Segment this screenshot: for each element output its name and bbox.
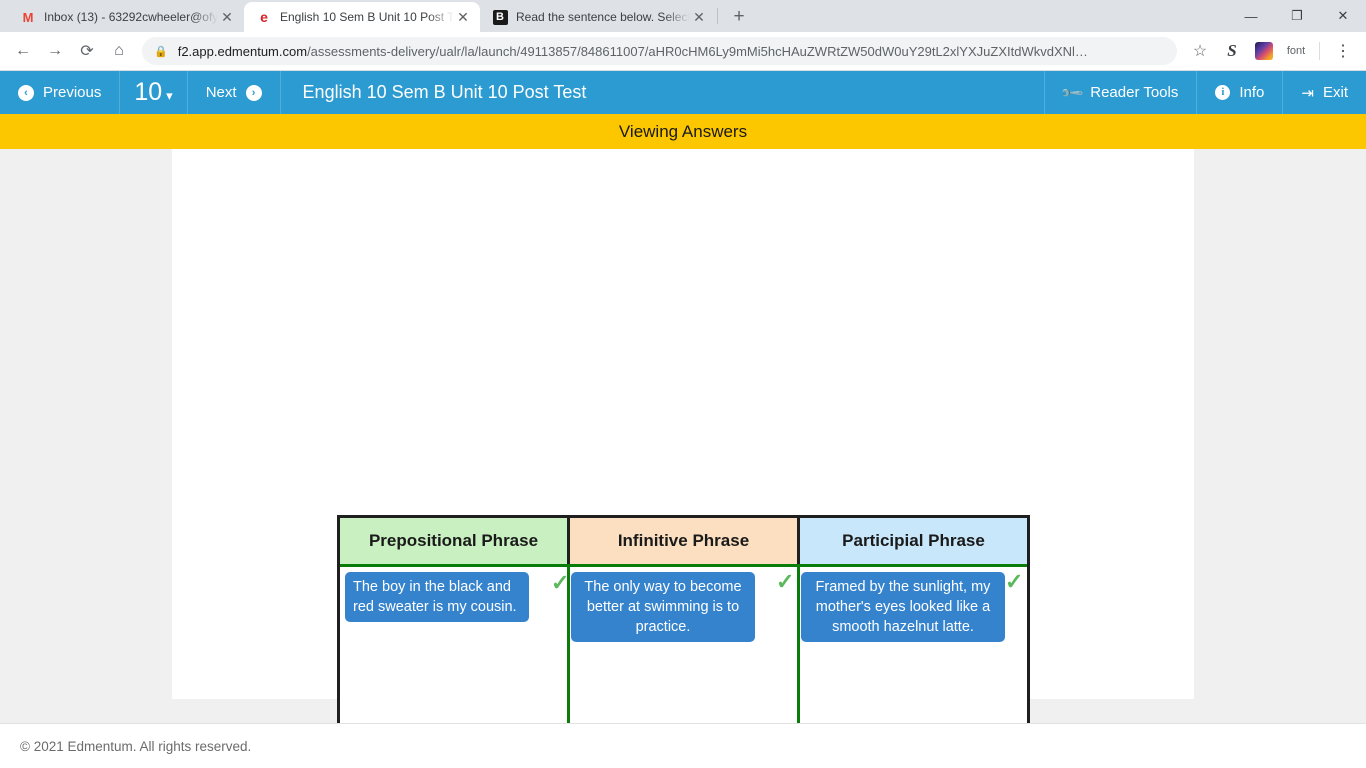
back-icon[interactable]: ← [15, 42, 31, 59]
browser-tab-2[interactable]: e English 10 Sem B Unit 10 Post T ✕ [244, 2, 480, 32]
viewing-answers-banner: Viewing Answers [0, 114, 1366, 149]
brainly-icon: B [492, 9, 508, 25]
maximize-icon[interactable]: ❐ [1291, 8, 1303, 23]
artwork-extension-icon[interactable] [1249, 36, 1279, 66]
new-tab-button[interactable]: + [733, 6, 745, 27]
tab-close-icon[interactable]: ✕ [221, 8, 233, 25]
minimize-icon[interactable]: — [1244, 8, 1258, 24]
previous-button[interactable]: ‹ Previous [0, 71, 121, 114]
chevron-right-icon: › [245, 84, 262, 101]
forward-icon[interactable]: → [47, 42, 63, 59]
answer-card[interactable]: The only way to become better at swimmin… [571, 572, 755, 642]
column-header-prepositional: Prepositional Phrase [340, 518, 570, 564]
column-header-participial: Participial Phrase [800, 518, 1027, 564]
answer-card[interactable]: Framed by the sunlight, my mother's eyes… [801, 572, 1005, 642]
edmentum-icon: e [256, 9, 272, 25]
correct-check-icon: ✓ [776, 569, 795, 594]
page-title: English 10 Sem B Unit 10 Post Test [302, 82, 587, 102]
tab-title: Inbox (13) - 63292cwheeler@ofy [44, 10, 218, 24]
browser-chrome: M Inbox (13) - 63292cwheeler@ofy ✕ e Eng… [0, 0, 1366, 71]
bookmark-star-icon[interactable]: ☆ [1192, 43, 1208, 60]
home-icon[interactable]: ⌂ [114, 42, 124, 59]
reload-icon[interactable]: ⟳ [80, 43, 94, 60]
lock-icon: 🔒 [154, 45, 168, 58]
reader-tools-label: Reader Tools [1090, 84, 1179, 101]
browser-tab-3[interactable]: B Read the sentence below. Select ✕ [480, 2, 716, 32]
question-number: 10 [134, 78, 163, 106]
close-icon[interactable]: ✕ [1337, 8, 1349, 23]
reader-tools-button[interactable]: 🔧 Reader Tools [1043, 71, 1197, 114]
tab-strip: M Inbox (13) - 63292cwheeler@ofy ✕ e Eng… [0, 0, 1366, 32]
browser-tab-1[interactable]: M Inbox (13) - 63292cwheeler@ofy ✕ [8, 2, 244, 32]
exit-label: Exit [1322, 84, 1348, 101]
question-number-selector[interactable]: 10 ▾ [120, 71, 188, 114]
url-path: /assessments-delivery/ualr/la/launch/491… [307, 43, 1088, 59]
info-button[interactable]: i Info [1196, 71, 1282, 114]
table-header-row: Prepositional Phrase Infinitive Phrase P… [340, 518, 1027, 564]
wrench-icon: 🔧 [1059, 80, 1085, 106]
chrome-menu-icon[interactable]: ⋮ [1335, 43, 1351, 60]
tab-title: English 10 Sem B Unit 10 Post T [280, 10, 454, 24]
assessment-toolbar: ‹ Previous 10 ▾ Next › English 10 Sem B … [0, 71, 1366, 114]
url-text: f2.app.edmentum.com/assessments-delivery… [178, 44, 1088, 59]
browser-toolbar: ← → ⟳ ⌂ 🔒 f2.app.edmentum.com/assessment… [0, 32, 1366, 70]
question-canvas: Prepositional Phrase Infinitive Phrase P… [0, 149, 1366, 768]
toolbar-right-group: ☆ S font ⋮ [1185, 36, 1358, 66]
font-extension-icon[interactable]: font [1286, 45, 1306, 57]
tab-close-icon[interactable]: ✕ [693, 8, 705, 25]
column-header-infinitive: Infinitive Phrase [570, 518, 800, 564]
url-host: f2.app.edmentum.com [177, 43, 308, 59]
address-bar[interactable]: 🔒 f2.app.edmentum.com/assessments-delive… [142, 37, 1177, 65]
copyright-footer: © 2021 Edmentum. All rights reserved. [0, 723, 1366, 768]
tab-close-icon[interactable]: ✕ [457, 8, 469, 25]
chrome-bottom-border [0, 70, 1366, 71]
tab-separator [717, 8, 718, 24]
edmentum-app: ‹ Previous 10 ▾ Next › English 10 Sem B … [0, 71, 1366, 768]
exit-icon: ⇥ [1301, 84, 1314, 102]
info-icon: i [1215, 85, 1231, 100]
correct-check-icon: ✓ [551, 570, 570, 595]
info-label: Info [1239, 84, 1265, 101]
correct-check-icon: ✓ [1005, 569, 1024, 594]
grammarly-extension-icon[interactable]: S [1227, 41, 1237, 60]
answer-card[interactable]: The boy in the black and red sweater is … [345, 572, 529, 622]
previous-label: Previous [43, 84, 102, 101]
next-button-top[interactable]: Next › [188, 71, 281, 114]
gmail-icon: M [22, 9, 34, 25]
next-label: Next [205, 84, 237, 101]
chevron-left-icon: ‹ [18, 84, 34, 101]
tab-title: Read the sentence below. Select [516, 10, 690, 24]
toolbar-actions: 🔧 Reader Tools i Info ⇥ Exit [1043, 71, 1366, 114]
exit-button[interactable]: ⇥ Exit [1282, 71, 1366, 114]
chevron-down-icon: ▾ [166, 87, 173, 103]
window-controls: — ❐ ✕ [1228, 0, 1366, 32]
toolbar-divider [1319, 42, 1320, 60]
